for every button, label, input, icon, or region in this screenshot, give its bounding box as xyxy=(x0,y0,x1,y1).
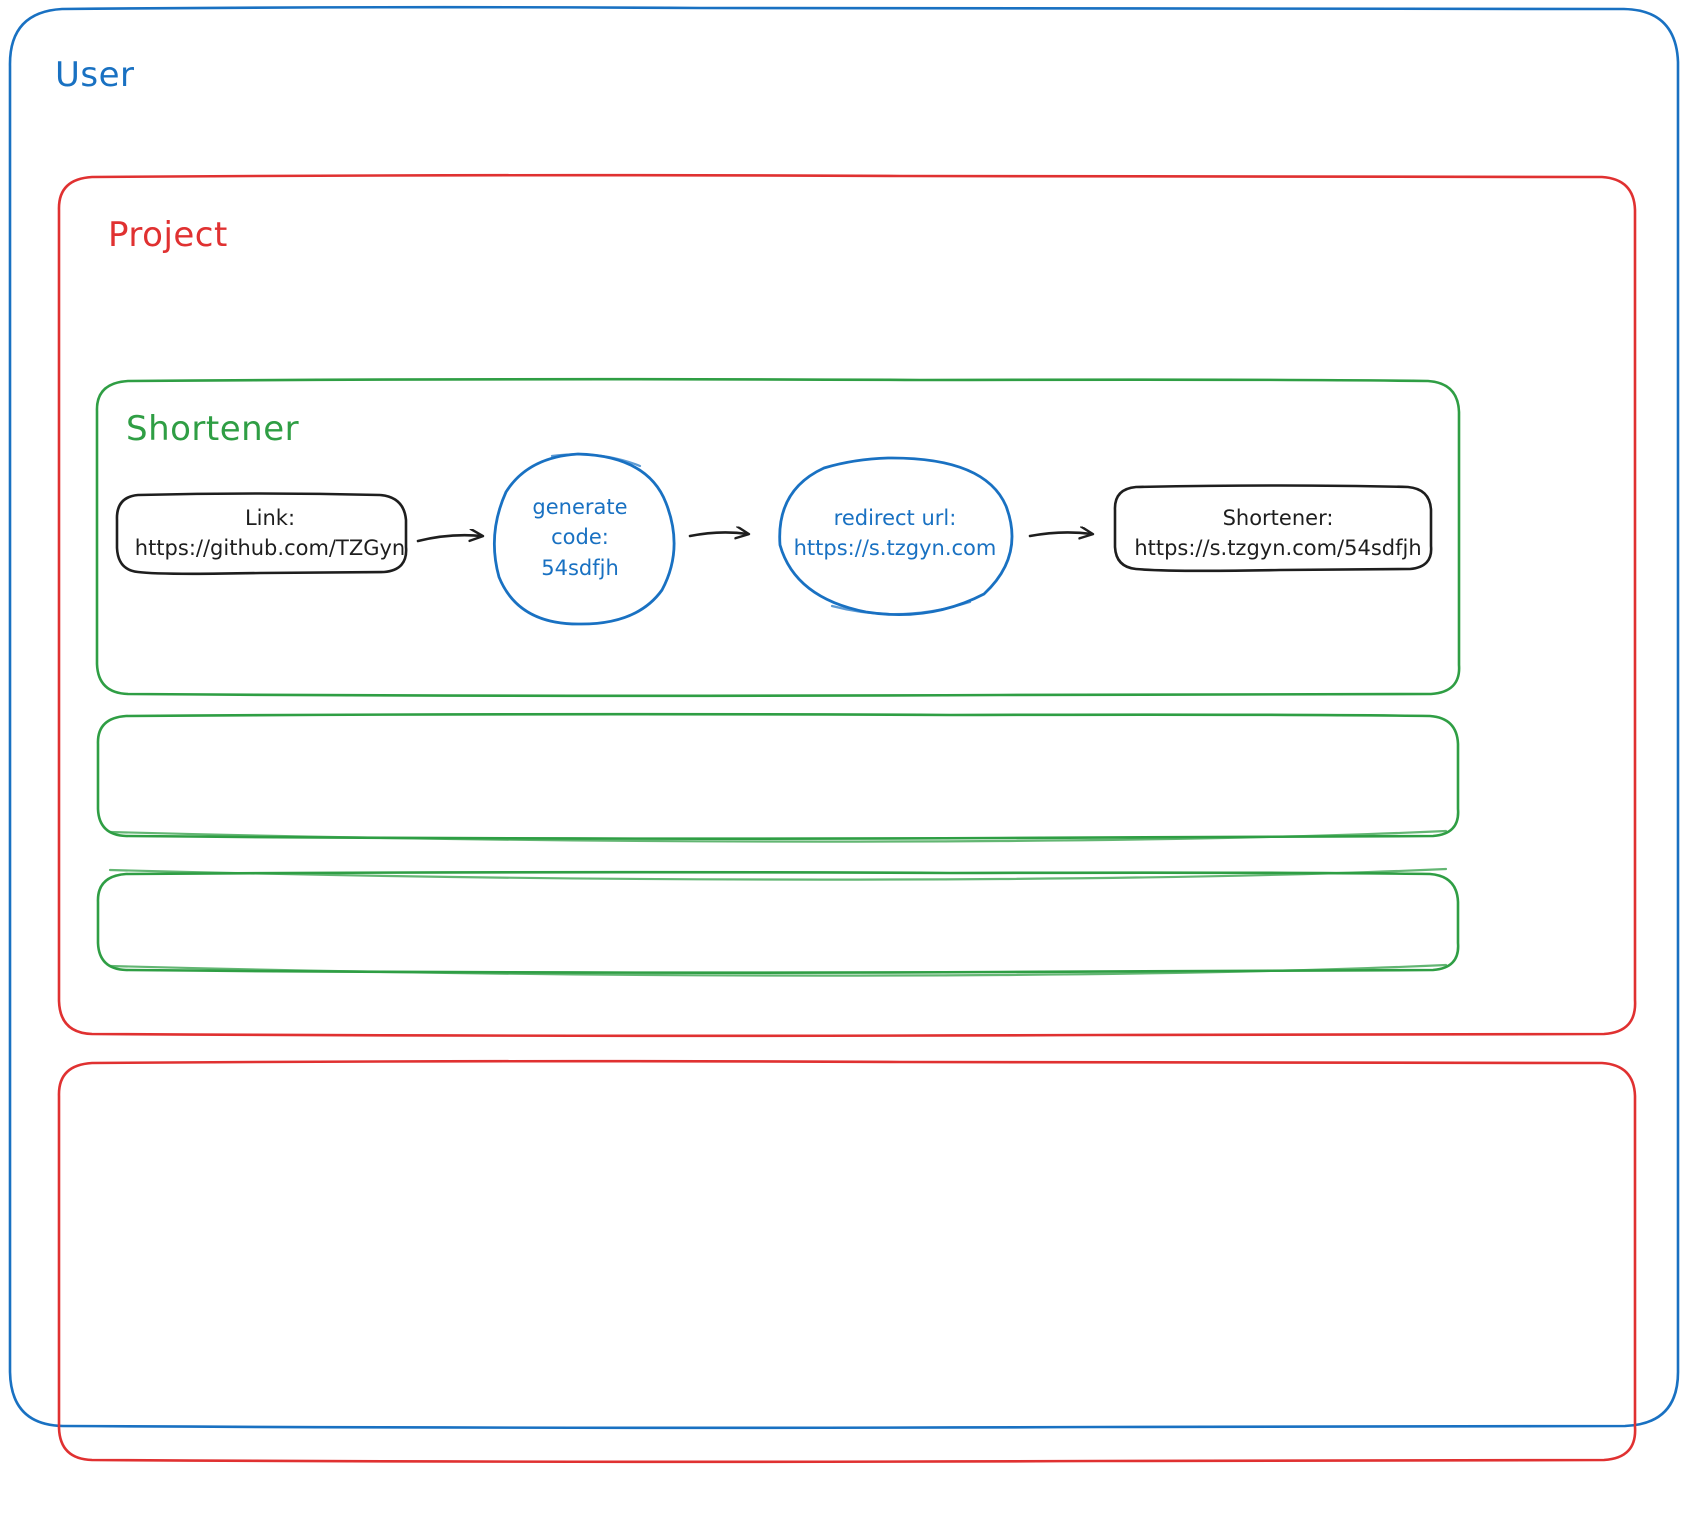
node-shortener-result-line-2: https://s.tzgyn.com/54sdfjh xyxy=(1134,536,1422,561)
node-redirect-url-outline[interactable] xyxy=(778,456,1014,617)
node-generate-code-line-3: 54sdfjh xyxy=(541,555,619,580)
container-project-outline[interactable] xyxy=(57,173,1637,1038)
node-generate-code-outline[interactable] xyxy=(492,452,676,626)
node-link-line-2: https://github.com/TZGyn xyxy=(134,536,406,561)
container-shortener-outline[interactable] xyxy=(95,377,1461,698)
node-redirect-url-label: redirect url: https://s.tzgyn.com xyxy=(765,503,1025,564)
node-link-label: Link: https://github.com/TZGyn xyxy=(125,503,415,564)
container-label-project: Project xyxy=(108,215,228,255)
container-empty-green-1-outline[interactable] xyxy=(96,712,1460,843)
container-empty-green-2-outline[interactable] xyxy=(96,867,1460,977)
node-link-outline[interactable] xyxy=(115,492,408,576)
container-empty-red-outline[interactable] xyxy=(57,1059,1637,1464)
container-user-outline[interactable] xyxy=(8,5,1680,1430)
node-generate-code-label: generate code: 54sdfjh xyxy=(500,492,660,583)
node-shortener-result-outline[interactable] xyxy=(1113,484,1433,573)
node-shortener-result-line-1: Shortener: xyxy=(1222,506,1334,530)
arrow-link-to-generate[interactable] xyxy=(416,535,482,543)
node-link-line-1: Link: xyxy=(244,506,296,530)
node-shortener-result-label: Shortener: https://s.tzgyn.com/54sdfjh xyxy=(1118,503,1438,564)
arrow-redirect-to-shortener[interactable] xyxy=(1028,532,1092,536)
arrow-generate-to-redirect[interactable] xyxy=(688,532,748,536)
node-generate-code-line-2: code: xyxy=(551,525,609,550)
container-label-shortener: Shortener xyxy=(126,409,300,449)
node-redirect-url-line-2: https://s.tzgyn.com xyxy=(793,536,997,561)
container-label-user: User xyxy=(55,55,135,95)
node-generate-code-line-1: generate xyxy=(532,495,628,519)
node-redirect-url-line-1: redirect url: xyxy=(833,506,957,530)
